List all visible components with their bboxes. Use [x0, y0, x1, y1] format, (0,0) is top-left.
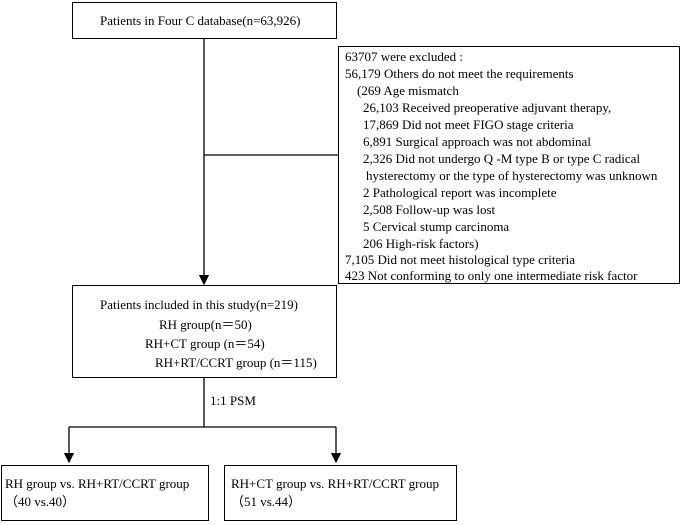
included-rh-ct-group: RH+CT group (n＝54) [145, 336, 265, 351]
exclusion-line: 423 Not conforming to only one intermedi… [345, 268, 638, 283]
exclusion-line: 206 High-risk factors) [363, 236, 479, 251]
rhct-vs-rt-line2: （51 vs.44） [231, 494, 302, 509]
database-box: Patients in Four C database(n=63,926) [72, 2, 337, 39]
exclusion-line: 5 Cervical stump carcinoma [363, 219, 510, 234]
exclusion-line: hysterectomy or the type of hysterectomy… [366, 168, 658, 183]
exclusion-line: 17,869 Did not meet FIGO stage criteria [363, 117, 574, 132]
exclusion-box: 63707 were excluded : 56,179 Others do n… [338, 46, 680, 284]
exclusion-line: 63707 were excluded : [345, 49, 464, 64]
exclusion-line: 2,326 Did not undergo Q -M type B or typ… [363, 151, 641, 166]
database-text: Patients in Four C database(n=63,926) [100, 13, 301, 28]
rhct-vs-rt-line1: RH+CT group vs. RH+RT/CCRT group [231, 476, 440, 491]
rh-vs-rt-box: RH group vs. RH+RT/CCRT group （40 vs.40） [1, 465, 209, 521]
exclusion-line: 7,105 Did not meet histological type cri… [345, 252, 575, 267]
psm-label: 1:1 PSM [210, 393, 256, 408]
exclusion-line: (269 Age mismatch [357, 83, 459, 98]
included-box: Patients included in this study(n=219) R… [72, 285, 337, 378]
included-rh-group: RH group(n＝50) [159, 317, 252, 332]
exclusion-line: 26,103 Received preoperative adjuvant th… [363, 100, 612, 115]
exclusion-line: 2,508 Follow-up was lost [363, 202, 496, 217]
included-rh-rt-group: RH+RT/CCRT group (n＝115) [155, 355, 317, 370]
included-title: Patients included in this study(n=219) [100, 297, 298, 312]
rh-vs-rt-line2: （40 vs.40） [5, 494, 76, 509]
exclusion-line: 2 Pathological report was incomplete [363, 185, 557, 200]
exclusion-line: 56,179 Others do not meet the requiremen… [345, 66, 574, 81]
rh-vs-rt-line1: RH group vs. RH+RT/CCRT group [5, 476, 190, 491]
exclusion-line: 6,891 Surgical approach was not abdomina… [363, 134, 591, 149]
rhct-vs-rt-box: RH+CT group vs. RH+RT/CCRT group （51 vs.… [224, 465, 457, 521]
